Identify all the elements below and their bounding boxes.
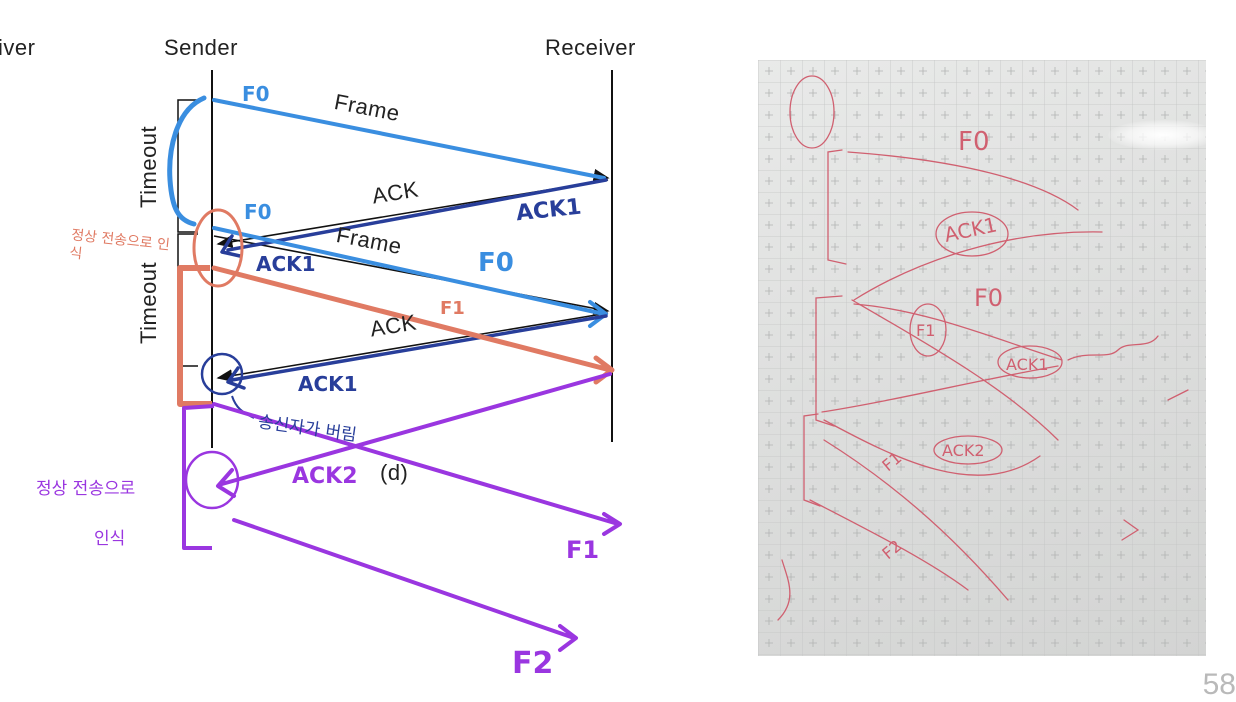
whiteboard-text-0: F0 — [958, 127, 990, 157]
ack-arrow-2 — [216, 312, 609, 382]
whiteboard-glare — [1108, 120, 1218, 150]
f0-annotation-b: F0 — [244, 200, 272, 224]
receiver-label: Receiver — [545, 35, 636, 60]
sender-receiver-diagram — [167, 70, 622, 652]
ack1-annotation-b: ACK1 — [256, 252, 316, 276]
timeout-label-2: Timeout — [136, 261, 161, 344]
receipt-circle-purple — [184, 450, 240, 510]
whiteboard-text-3: F1 — [916, 321, 935, 340]
ack1-annotation-c: ACK1 — [298, 372, 358, 396]
timeout-highlight-blue — [167, 95, 207, 227]
ack2-annotation: ACK2 — [292, 464, 358, 489]
timeout-highlight-purple — [182, 404, 215, 550]
f1-annotation-orange: F1 — [440, 298, 465, 319]
f2-arrow-purple — [232, 518, 578, 652]
ack1-arrow-darkblue-1 — [220, 178, 608, 258]
timeout-bracket-1 — [177, 99, 198, 233]
whiteboard-text-5: ACK2 — [942, 441, 985, 460]
left-partial-label: iver — [0, 35, 36, 60]
ack2-arrow-purple — [216, 372, 612, 498]
page-number: 58 — [1202, 668, 1236, 701]
whiteboard-photo: F0 ACK1 F0 F1 ACK1 ACK2 F1 F2 — [758, 60, 1218, 656]
discard-circle-blue — [200, 352, 244, 396]
f0-arrow-blue-2 — [212, 226, 608, 328]
d-label: (d) — [380, 460, 409, 485]
korean-annotation-purple-2: 인식 — [94, 529, 126, 549]
timeout-label-1: Timeout — [136, 125, 161, 208]
f0-annotation-c: F0 — [478, 248, 514, 278]
whiteboard-text-2: F0 — [974, 284, 1003, 312]
korean-annotation-purple-1: 정상 전송으로 — [36, 479, 136, 499]
f1-arrow-purple — [212, 402, 622, 536]
f0-arrow-blue-1 — [212, 98, 606, 180]
f1-annotation-purple: F1 — [566, 536, 600, 564]
f2-annotation-purple: F2 — [512, 646, 554, 681]
whiteboard-drawing: F0 ACK1 F0 F1 ACK1 ACK2 F1 F2 — [758, 60, 1206, 656]
whiteboard-text-4: ACK1 — [1006, 355, 1049, 374]
receipt-circle-orange — [192, 208, 244, 288]
sender-label: Sender — [164, 35, 238, 60]
f0-annotation-a: F0 — [242, 82, 270, 106]
timeout-highlight-orange — [177, 265, 212, 407]
